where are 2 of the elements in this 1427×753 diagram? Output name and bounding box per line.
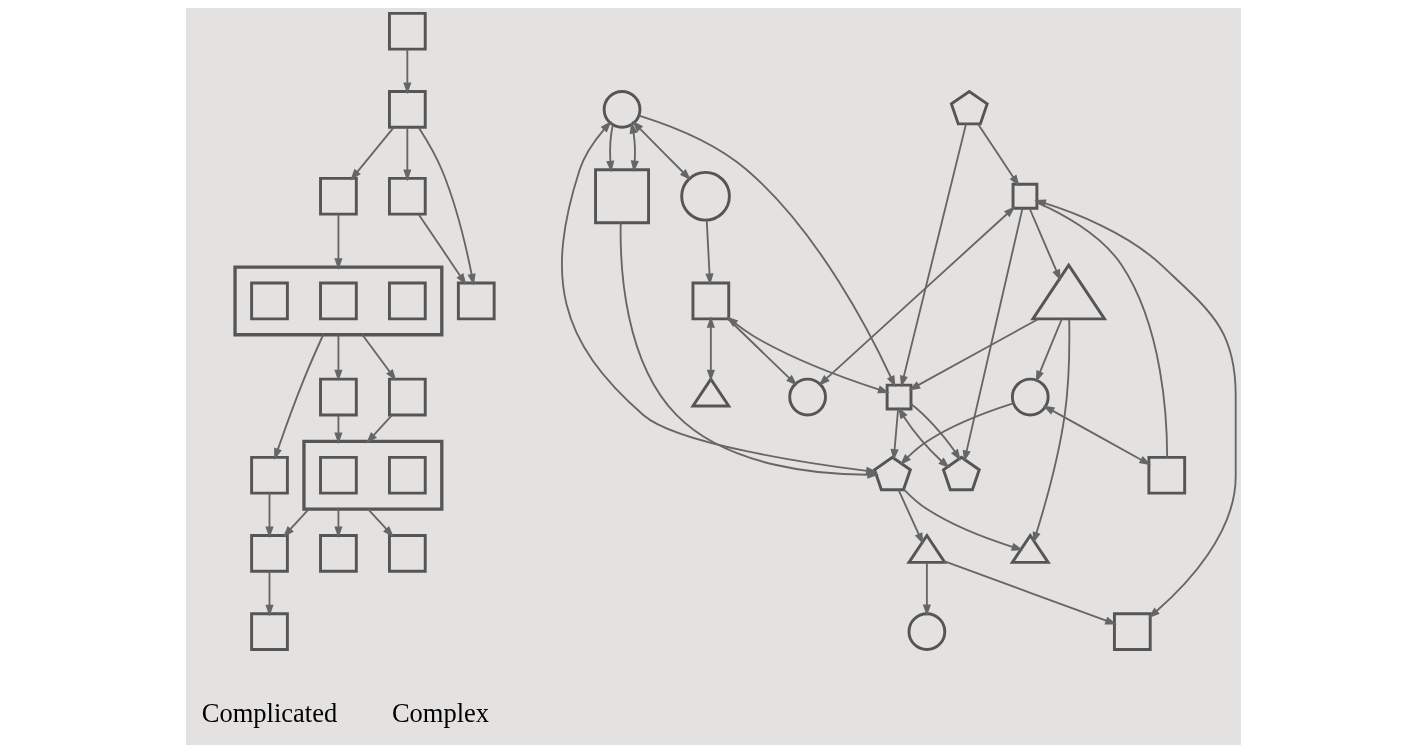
label: Complicated — [201, 698, 338, 729]
label: Complex — [391, 698, 490, 729]
